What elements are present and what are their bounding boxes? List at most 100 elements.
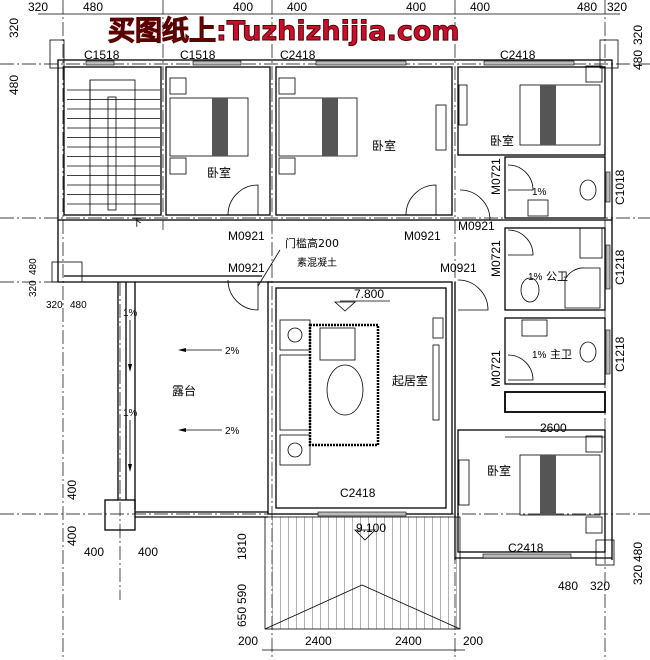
plan-label: 下: [132, 218, 142, 229]
plan-label: 露台: [172, 383, 196, 398]
plan-label: 400: [65, 526, 79, 546]
bed-icon: [278, 77, 358, 175]
plan-line: [267, 281, 453, 515]
plan-label: 400: [470, 0, 490, 14]
plan-line: [520, 277, 540, 303]
bed-icon: [519, 435, 603, 534]
plan-label: 480: [70, 300, 87, 311]
plan-line: [264, 584, 363, 630]
plan-line: [278, 77, 296, 95]
plan-line: [275, 66, 453, 216]
plan-line: [599, 39, 619, 69]
plan-label: 650: [235, 607, 249, 627]
door-bedroom-1: [227, 184, 259, 216]
sofa-icon: [279, 319, 380, 466]
plan-label: 2%: [225, 346, 240, 357]
plan-line: [49, 39, 65, 69]
plan-line: [319, 327, 356, 361]
plan-label: C1518: [180, 48, 216, 62]
desk-icon: [458, 459, 470, 506]
window-labels: C1518 C1518 C2418 C2418 C1018 C1218 C121…: [84, 48, 627, 555]
plan-label: 480: [7, 75, 21, 95]
plan-line: [287, 442, 303, 458]
plan-line: [279, 434, 311, 466]
door-bath-1: [507, 164, 534, 191]
plan-line: [165, 66, 271, 216]
plan-label: 480: [631, 50, 645, 70]
plan-label: 400: [406, 0, 426, 14]
plan-label: 2400: [395, 634, 422, 648]
doors[interactable]: [227, 164, 534, 381]
plan-label: C2418: [500, 48, 536, 62]
plan-line: [585, 516, 603, 534]
plan-label: 200: [463, 634, 483, 648]
plan-line: [361, 584, 461, 630]
plan-line: [275, 287, 447, 509]
plan-line: [483, 60, 575, 66]
watermark: 买图纸上:Tuzhizhijia.com: [108, 15, 460, 47]
plan-line: [504, 227, 606, 311]
plan-line: [540, 85, 556, 145]
plan-label: C1018: [613, 169, 627, 205]
plan-line: [585, 65, 603, 83]
plan-label: M0721: [489, 240, 503, 277]
plan-label: 400: [233, 0, 253, 14]
plan-line: [605, 171, 611, 203]
sink-icon: [527, 199, 549, 217]
plan-label: 起居室: [392, 373, 428, 388]
plan-line: [605, 244, 611, 290]
side-dimensions: 320 480 480 320 320 480 320 480 400 400 …: [7, 18, 645, 627]
plan-line: [63, 66, 162, 216]
plan-label: M0721: [489, 158, 503, 195]
sink-icon: [521, 319, 548, 337]
plan-label: 320: [28, 0, 48, 14]
tv-icon: [432, 344, 440, 421]
plan-label: M0721: [489, 350, 503, 387]
plan-label: 卧室: [490, 133, 514, 148]
slope-arrows: [128, 320, 222, 472]
plan-label: 400: [138, 545, 158, 559]
plan-line: [257, 249, 281, 287]
porch-roof-tiles: [264, 516, 461, 630]
plan-line: [579, 341, 597, 363]
plan-line: [595, 539, 615, 566]
plan-label: 480: [28, 258, 39, 275]
plan-label: C1218: [613, 336, 627, 372]
plan-line: [169, 157, 187, 175]
plan-line: [457, 66, 606, 156]
door-corridor-left: [227, 279, 259, 311]
staircase[interactable]: [67, 79, 160, 216]
plan-line: [104, 499, 136, 531]
plan-label: 素混凝土: [297, 256, 337, 269]
plan-label: M0921: [228, 229, 265, 243]
plan-line: [212, 98, 228, 156]
plan-label: 320: [590, 579, 610, 593]
plan-line: [504, 391, 606, 413]
plan-label: 2600: [540, 421, 567, 435]
plan-line: [308, 323, 380, 447]
plan-line: [169, 77, 187, 95]
plan-line: [169, 97, 249, 157]
plan-label: C2418: [280, 48, 316, 62]
plan-line: [579, 179, 597, 201]
shower-icon: [564, 267, 601, 309]
plan-label: 590: [235, 584, 249, 604]
plan-line: [519, 84, 601, 146]
plan-label: 480: [631, 542, 645, 562]
plan-label: 320: [631, 25, 645, 45]
plan-line: [278, 157, 296, 175]
plan-label: 主卫: [550, 348, 572, 361]
plan-label: 公卫: [546, 270, 568, 283]
plan-label: C1218: [613, 249, 627, 285]
bed-icon: [519, 65, 603, 146]
plan-line: [585, 435, 603, 453]
plan-line: [264, 516, 461, 630]
bed-icon: [169, 77, 249, 175]
plan-label: 400: [84, 545, 104, 559]
plan-line: [51, 261, 83, 283]
plan-label: 门槛高200: [285, 236, 339, 250]
plan-line: [67, 89, 160, 205]
plan-label: 480: [577, 0, 597, 14]
plan-label: 400: [65, 480, 79, 500]
plan-line: [107, 96, 117, 211]
